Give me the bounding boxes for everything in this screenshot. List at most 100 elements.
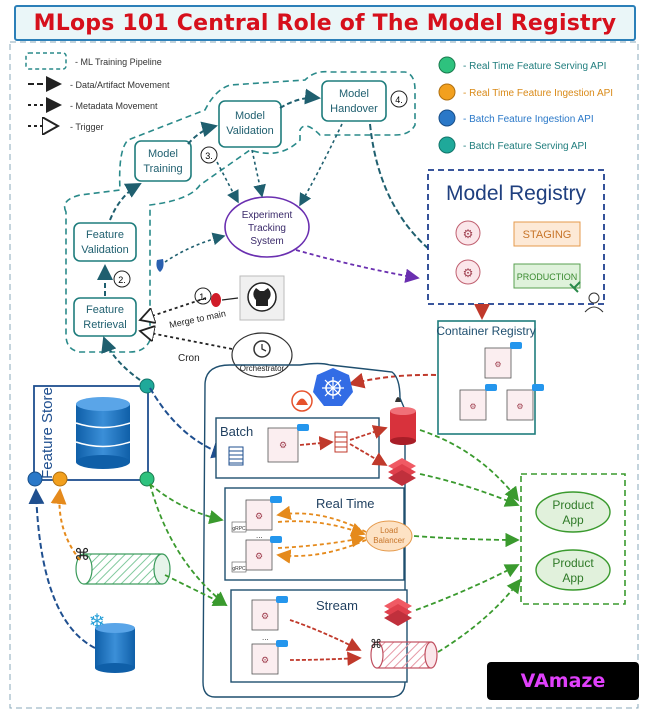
real-time-label: Real Time [316,496,375,511]
product-app-2 [535,549,611,591]
feature-retrieval-line1: Feature [86,304,124,316]
title-banner: MLops 101 Central Role of The Model Regi… [14,5,636,41]
model-handover-box: Model Handover [321,80,387,122]
container-registry-title: Container Registry [436,324,535,338]
svg-text:App: App [562,513,584,527]
legend-rt-ingestion-dot [438,83,456,101]
svg-text:App: App [562,571,584,585]
merge-to-main-label: Merge to main [168,308,226,330]
docker-icon [270,496,282,503]
legend-batch-ingestion-dot [438,109,456,127]
stream-label: Stream [316,598,358,613]
docker-icon [276,596,288,603]
svg-text:Product: Product [552,556,594,570]
container-image-2 [459,389,487,421]
svg-text:System: System [250,236,283,247]
gear-icon: ⚙ [494,360,501,369]
arrow-stream-to-store [50,488,81,561]
legend-batch-serving-label: - Batch Feature Serving API [463,141,587,152]
batch-input-queue [228,446,244,466]
legend-right: - Real Time Feature Serving API - Real T… [438,56,613,154]
registry-model-icon-1 [455,220,481,246]
page-border [9,41,639,709]
legend-batch-ingestion-label: - Batch Feature Ingestion API [463,114,594,125]
page-title: MLops 101 Central Role of The Model Regi… [33,10,617,36]
model-validation-line1: Model [235,110,265,122]
product-app-1 [535,491,611,533]
docker-icon [276,640,288,647]
cron-label: Cron [178,353,200,364]
orchestrator-icon [253,340,271,358]
step-4: 4. [390,90,408,108]
stream-output-stack [384,598,412,626]
feature-store-label: Feature Store [39,387,56,479]
svg-text:4.: 4. [395,95,403,105]
brand-text: VAmaze [520,670,606,692]
feature-validation-box: Feature Validation [73,222,137,262]
stream-ellipsis: ... [262,633,269,642]
legend-pipeline-swatch [25,52,67,70]
api-dot-rt-ingestion [52,471,68,487]
docker-icon [510,342,522,349]
model-registry: Model Registry ⚙ ⚙ STAGING PRODUCTION [427,169,605,313]
model-handover-line1: Model [339,88,369,100]
svg-text:Balancer: Balancer [373,536,405,545]
deployment-cluster [202,362,406,698]
svg-text:Experiment: Experiment [242,210,293,221]
arrow-store-to-realtime [149,483,224,525]
stream-ml-model-2 [251,643,279,675]
arrow-pipe-to-stream [164,574,228,606]
feature-validation-line1: Feature [86,229,124,241]
legend-trigger-label: - Trigger [70,122,104,132]
kubernetes-icon [313,368,353,406]
legend-rt-serving-label: - Real Time Feature Serving API [463,61,606,72]
arrow-cron-trigger [140,331,233,350]
gear-icon: ⚙ [255,551,263,561]
svg-text:2.: 2. [118,275,126,285]
model-training-line1: Model [148,148,178,160]
gear-icon: ⚙ [516,402,523,411]
arrow-validation-to-handover [279,88,321,109]
arrow-training-to-model-validation [187,121,218,145]
gear-icon: ⚙ [279,440,287,450]
batch-output-db [390,407,416,445]
orchestrator: Orchestrator [231,332,293,378]
batch-label: Batch [220,424,253,439]
step-2: 2. [113,270,131,288]
model-validation-box: Model Validation [218,100,282,148]
grpc-badge [231,521,247,533]
legend-metadata-label: - Metadata Movement [70,101,158,111]
feature-retrieval-box: Feature Retrieval [73,297,137,337]
staging-label: STAGING [523,229,572,241]
container-registry: Container Registry ⚙ ⚙ ⚙ [436,320,544,435]
feature-retrieval-line2: Retrieval [83,319,126,331]
stream-ingest-pipe [75,553,171,585]
gear-icon: ⚙ [261,655,269,665]
arrow-training-to-tracking [216,161,239,204]
docker-icon [270,536,282,543]
gear-icon: ⚙ [261,611,269,621]
metadata-pin-icon [156,259,164,272]
api-dot-batch-ingestion [27,471,43,487]
model-training-line2: Training [143,163,182,175]
model-validation-line2: Validation [226,125,274,137]
arrow-batchdb-to-apps [419,429,520,502]
arrow-validation-to-training [109,183,142,221]
staging-badge [513,221,581,247]
batch-section: Batch ⚙ [215,417,380,479]
github-logo [239,275,285,321]
arrow-lb-to-apps [413,532,520,548]
kafka-icon: ⌘ [370,637,382,651]
container-image-3 [506,389,534,421]
svg-text:1.: 1. [199,292,207,302]
arrow-handover-to-tracking [299,123,343,207]
legend-batch-serving-dot [438,136,456,154]
prometheus-icon [291,390,313,412]
stream-output-pipe [370,641,438,669]
model-training-box: Model Training [134,140,192,182]
svg-text:3.: 3. [205,151,213,161]
user-icon [588,292,600,304]
svg-text:gRPC: gRPC [232,526,246,532]
arrow-tracking-to-registry [295,249,420,283]
